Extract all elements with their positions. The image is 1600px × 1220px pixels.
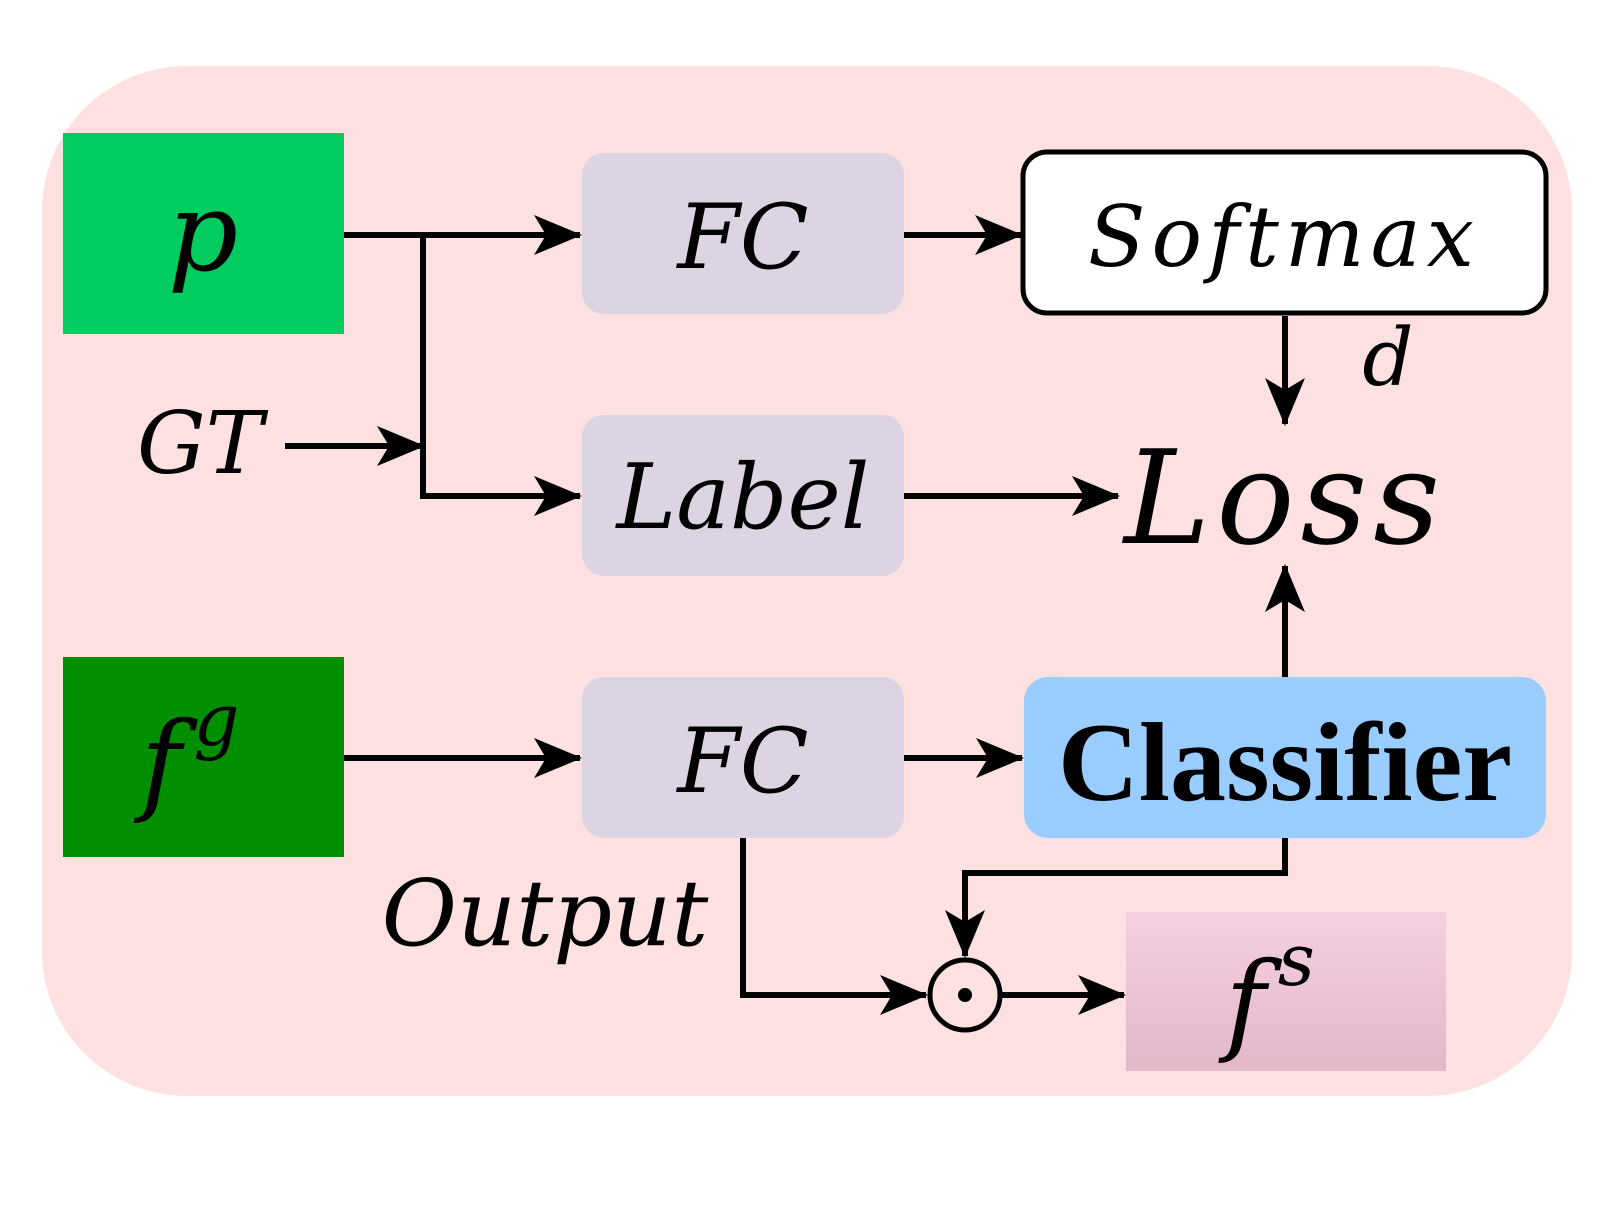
loss-label: Loss [1122, 422, 1446, 574]
connectors [285, 215, 1305, 1015]
softmax-box [1020, 149, 1549, 316]
softmax-label: Softmax [1088, 188, 1480, 286]
fc-top-label: FC [675, 185, 808, 290]
fg-box [63, 657, 344, 857]
label-box [582, 415, 904, 576]
classifier-label: Classifier [1058, 701, 1512, 825]
p-box [63, 133, 344, 334]
arrow-classifier-to-hadamard [945, 838, 1288, 958]
hadamard-circle [927, 957, 1003, 1033]
arrow-output-to-hadamard [740, 838, 928, 1015]
fc-top-box [582, 153, 904, 314]
fg-superscript: g [193, 678, 239, 762]
classifier-box [1024, 677, 1546, 838]
fc-bottom-label: FC [675, 709, 808, 814]
fs-box [1126, 912, 1446, 1071]
fs-superscript: s [1278, 918, 1315, 1002]
d-label: d [1362, 311, 1413, 404]
hadamard-dot [958, 988, 972, 1002]
output-label: Output [382, 860, 710, 967]
gt-label: GT [137, 394, 269, 494]
label-box-label: Label [614, 445, 869, 550]
p-label: p [168, 168, 238, 296]
fc-bottom-box [582, 677, 904, 838]
